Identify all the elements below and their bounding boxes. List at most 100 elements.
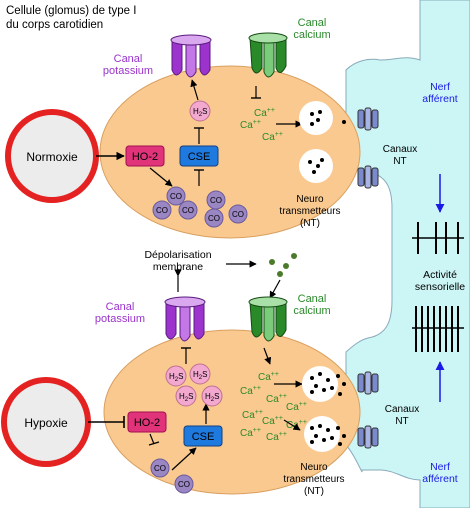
nt-receptor-top-lower [357,165,379,189]
ca-ion: Ca++ [262,415,283,427]
depol-label-1: Dépolarisation [144,249,211,261]
arrow-calcium-ca-bottom [263,347,272,365]
nt-receptor-bottom-upper [357,371,379,395]
co-molecule-bottom [150,458,170,478]
potassium-channel-top [170,34,212,78]
calcium-label-bottom-2: calcium [293,305,330,317]
calcium-label-top-1: Canal [298,17,327,29]
nt-vesicle-bottom-upper [302,366,338,402]
canaux-label-bottom-2: NT [395,416,408,427]
co-text: CO [232,210,244,219]
nerf-label-top-2: afférent [422,93,457,105]
co-text: CO [208,214,220,223]
ca-ion: Ca++ [254,107,275,119]
title-line2: du corps carotidien [6,19,103,31]
canaux-label-bottom-1: Canaux [385,404,419,415]
co-group-top: CO CO CO CO CO CO [152,186,248,228]
ho2-label-top: HO-2 [132,151,158,163]
co-molecule [152,200,172,220]
h2s-molecule [189,363,211,385]
nt-released-dot [342,120,346,124]
cse-enzyme-top [179,145,219,167]
potassium-label-top-2: potassium [103,65,153,77]
ca-ion: Ca++ [262,131,283,143]
nt-receptor-top-upper [357,107,379,131]
h2s-text-top: H2S [193,107,207,118]
activity-label-1: Activité [423,269,457,281]
nt-label-top-1: Neuro [296,194,324,205]
co-text: CO [210,196,222,205]
canaux-label-top-2: NT [393,156,406,167]
arrow-ho2-co-top [149,167,173,187]
cse-enzyme-bottom [183,425,223,447]
potassium-label-top-1: Canal [114,53,143,65]
h2s-molecule-top [189,100,211,122]
arrow-ca-vesicle-bottom-2 [283,419,301,431]
normoxia-label: Normoxie [26,150,78,164]
nerf-label-top-1: Nerf [430,81,450,93]
nt-label-bottom-1: Neuro [300,462,328,473]
cse-label-top: CSE [188,151,211,163]
co-text: CO [182,206,194,215]
ca-ion: Ca++ [240,427,261,439]
h2s-text: H2S [169,372,183,383]
nt-receptor-bottom-lower [357,425,379,449]
nt-vesicle-top-upper [299,101,333,135]
h2s-molecule [165,365,187,387]
ho2-enzyme-top [125,145,165,167]
h2s-text: H2S [193,370,207,381]
nt-dots-depol [269,253,297,277]
nt-label-bottom-3: (NT) [304,486,324,497]
hypoxia-label: Hypoxie [24,416,68,430]
ca-ion: Ca++ [258,371,279,383]
ho2-enzyme-bottom [127,411,167,433]
co-text-bottom: CO [154,464,166,473]
nt-dots-lower-top [308,158,324,174]
co-molecule-bottom [174,474,194,494]
nt-label-top-2: transmetteurs [279,206,340,217]
inhibit-bar-ho2-bottom [148,441,160,446]
h2s-text: H2S [205,392,219,403]
co-text-bottom: CO [178,480,190,489]
nt-vesicle-bottom-lower [304,416,340,452]
potassium-label-bottom-2: potassium [95,313,145,325]
calcium-channel-bottom [248,296,288,342]
ca-ion: Ca++ [266,431,287,443]
co-text: CO [170,192,182,201]
nt-label-top-3: (NT) [300,218,320,229]
ca-ion: Ca++ [242,409,263,421]
calcium-label-top-2: calcium [293,29,330,41]
ca-ion: Ca++ [240,385,261,397]
co-molecule [204,208,224,228]
activity-label-2: sensorielle [415,281,465,293]
potassium-label-bottom-1: Canal [106,301,135,313]
glomus-cell-top [99,65,361,239]
nt-dots-upper-bottom [310,372,346,396]
canaux-label-top-1: Canaux [383,144,417,155]
title-line1: Cellule (glomus) de type I [6,5,136,17]
activity-trace-hypoxia [412,306,464,352]
arrow-co-cse-bottom [171,447,197,471]
ca-ion: Ca++ [240,119,261,131]
calcium-label-bottom-1: Canal [298,293,327,305]
potassium-channel-bottom [164,296,206,342]
nerf-label-bottom-1: Nerf [430,461,450,473]
ca-ion: Ca++ [266,393,287,405]
calcium-channel-top [248,32,288,78]
depol-label-2: membrane [153,261,203,273]
h2s-group-bottom: H2S H2S H2S H2S [165,363,223,407]
nt-label-bottom-2: transmetteurs [283,474,344,485]
activity-trace-normoxia [412,222,464,254]
co-molecule [228,204,248,224]
ho2-label-bottom: HO-2 [134,417,160,429]
ca-ion: Ca++ [286,401,307,413]
h2s-molecule [201,385,223,407]
inhibit-ho2-co-bottom [149,433,155,445]
co-molecule [178,200,198,220]
cse-label-bottom: CSE [192,431,215,443]
h2s-molecule [175,385,197,407]
arrow-h2s-potassium-top [190,79,199,101]
h2s-text: H2S [179,392,193,403]
